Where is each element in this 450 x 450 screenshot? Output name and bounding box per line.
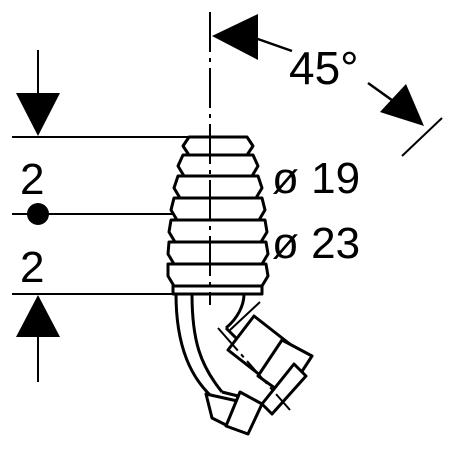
angle-arrow-right (380, 84, 424, 126)
angle-arrow-left (212, 14, 258, 60)
spacing-top-label: 2 (20, 155, 44, 204)
outlet-axis (217, 327, 291, 411)
diameter-large-label: ø 23 (272, 219, 360, 268)
diameter-small-label: ø 19 (272, 154, 360, 203)
spacing-arrow-bottom (16, 295, 60, 337)
spacing-center-dot (27, 203, 49, 225)
angle-label: 45° (289, 42, 359, 94)
angle-dimension: 45° (212, 14, 443, 157)
outlet-leader (229, 301, 261, 331)
spacing-bottom-label: 2 (20, 243, 44, 292)
fitting-barbed-section (166, 135, 270, 296)
angle-extension-line (401, 117, 443, 157)
spacing-dimension: 2 2 (16, 50, 60, 382)
spacing-arrow-top (16, 93, 60, 136)
fitting-outlet (204, 314, 314, 436)
